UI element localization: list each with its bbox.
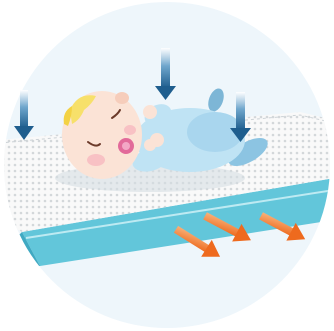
illustration-canvas <box>0 0 334 331</box>
